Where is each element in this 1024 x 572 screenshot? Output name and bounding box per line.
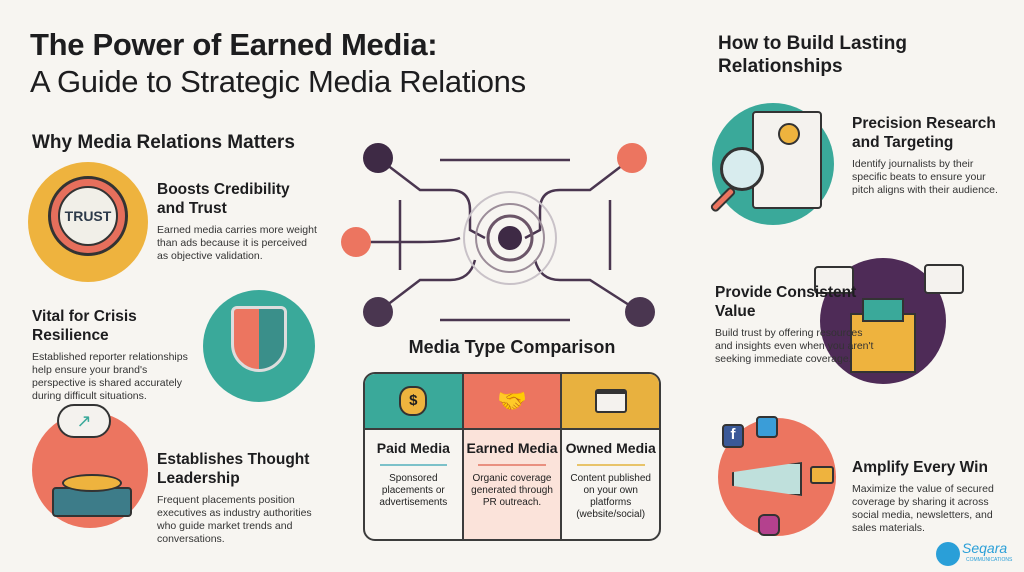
column-desc: Sponsored placements or advertisements	[379, 473, 448, 508]
megaphone-icon: f	[718, 416, 836, 536]
trend-up-icon	[617, 143, 647, 173]
logo-name: Seqara	[962, 540, 1008, 556]
item-desc: Identify journalists by their specific b…	[852, 158, 998, 196]
magnifier-document-icon	[709, 103, 834, 225]
column-name: Earned Media	[466, 440, 558, 456]
item-desc: Build trust by offering resources and in…	[715, 327, 874, 365]
item-credibility: Boosts Credibility and Trust Earned medi…	[157, 180, 317, 263]
item-title: Establishes Thought Leadership	[157, 451, 310, 487]
email-icon	[810, 466, 834, 484]
shield-hands-icon	[203, 290, 315, 402]
earned-media-column: 🤝 Earned Media Organic coverage generate…	[463, 374, 563, 539]
item-title: Vital for Crisis Resilience	[32, 308, 137, 344]
link-icon	[341, 227, 371, 257]
facebook-icon: f	[722, 424, 744, 448]
item-title: Precision Research and Targeting	[852, 115, 996, 151]
trust-label: TRUST	[58, 186, 118, 246]
column-desc: Organic coverage generated through PR ou…	[471, 473, 553, 508]
column-desc: Content published on your own platforms …	[570, 473, 651, 520]
item-desc: Established reporter relationships help …	[32, 351, 188, 402]
page-title: The Power of Earned Media:A Guide to Str…	[30, 26, 526, 100]
network-node-icon	[363, 143, 393, 173]
media-network-diagram	[341, 143, 655, 327]
paid-media-column: $ Paid Media Sponsored placements or adv…	[365, 374, 464, 539]
media-comparison-table: $ Paid Media Sponsored placements or adv…	[363, 372, 661, 541]
logo-sub: COMMUNICATIONS	[966, 557, 1013, 563]
item-amplify: Amplify Every Win Maximize the value of …	[852, 458, 1012, 535]
gift-box-icon	[814, 258, 964, 384]
item-desc: Frequent placements position executives …	[157, 494, 312, 545]
item-value: Provide Consistent Value Build trust by …	[715, 283, 875, 366]
item-desc: Earned media carries more weight than ad…	[157, 224, 317, 262]
podium-idea-icon: ↗	[32, 404, 148, 528]
item-leadership: Establishes Thought Leadership Frequent …	[157, 450, 317, 546]
company-logo: Seqara COMMUNICATIONS	[936, 540, 1024, 568]
trust-badge-icon: TRUST	[28, 162, 148, 282]
item-crisis: Vital for Crisis Resilience Established …	[32, 307, 192, 403]
owned-media-column: Owned Media Content published on your ow…	[562, 374, 659, 539]
column-name: Paid Media	[376, 440, 450, 456]
title-line-1: The Power of Earned Media:	[30, 27, 438, 62]
instagram-icon	[758, 514, 780, 536]
item-research: Precision Research and Targeting Identif…	[852, 114, 1002, 197]
twitter-icon	[756, 416, 778, 438]
right-heading: How to Build Lasting Relationships	[718, 33, 907, 77]
item-desc: Maximize the value of secured coverage b…	[852, 483, 994, 534]
column-name: Owned Media	[565, 440, 656, 456]
item-title: Amplify Every Win	[852, 459, 988, 476]
title-line-2: A Guide to Strategic Media Relations	[30, 64, 526, 99]
shield-node-icon	[363, 297, 393, 327]
comparison-heading: Media Type Comparison	[408, 337, 616, 357]
webpage-icon	[594, 389, 627, 413]
idea-node-icon	[625, 297, 655, 327]
item-title: Boosts Credibility and Trust	[157, 181, 290, 217]
handshake-icon: 🤝	[497, 387, 527, 415]
left-heading: Why Media Relations Matters	[32, 132, 295, 153]
item-title: Provide Consistent Value	[715, 284, 857, 320]
money-bag-icon: $	[399, 386, 428, 416]
